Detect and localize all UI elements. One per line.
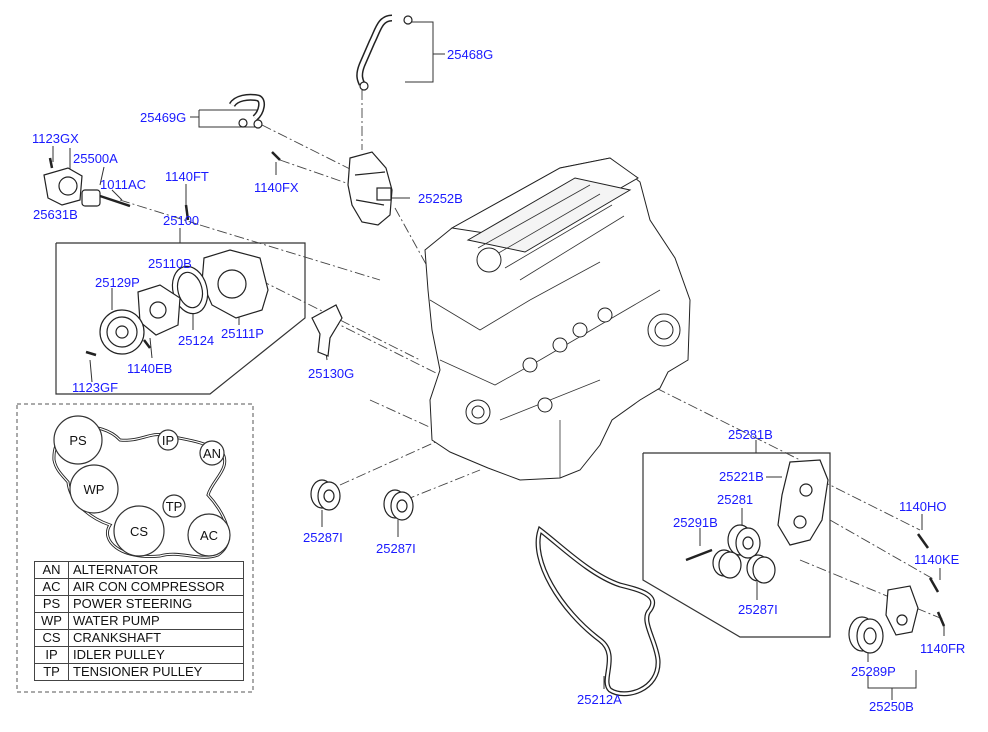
pulley-cs-label: CS xyxy=(130,524,148,539)
idler-pulley-left xyxy=(310,479,341,511)
legend-code: IP xyxy=(34,646,69,664)
water-pump-assembly xyxy=(85,249,269,357)
part-label-25281B[interactable]: 25281B xyxy=(728,427,773,442)
pulley-ip-label: IP xyxy=(162,433,174,448)
part-label-25287I-tensioner[interactable]: 25287I xyxy=(738,602,778,617)
tensioner-assembly xyxy=(685,459,829,584)
bracket xyxy=(311,304,343,357)
pulley-ac-label: AC xyxy=(200,528,218,543)
coolant-outlet-fitting xyxy=(347,151,393,226)
pulley-tp-label: TP xyxy=(166,499,183,514)
part-label-1140KE[interactable]: 1140KE xyxy=(914,552,960,567)
part-label-25281[interactable]: 25281 xyxy=(717,492,754,507)
part-label-25287I-left[interactable]: 25287I xyxy=(303,530,343,545)
legend-desc: ALTERNATOR xyxy=(68,561,244,579)
part-label-25129P[interactable]: 25129P xyxy=(95,275,140,290)
legend-code: PS xyxy=(34,595,69,613)
legend-desc: IDLER PULLEY xyxy=(68,646,244,664)
part-label-25468G[interactable]: 25468G xyxy=(447,47,494,62)
upper-hose xyxy=(356,14,413,91)
part-label-25111P[interactable]: 25111P xyxy=(221,326,264,341)
pulley-ip: IP xyxy=(157,429,179,451)
pulley-wp-label: WP xyxy=(84,482,105,497)
legend-desc: CRANKSHAFT xyxy=(68,629,244,647)
part-label-25291B[interactable]: 25291B xyxy=(673,515,718,530)
legend-desc: AIR CON COMPRESSOR xyxy=(68,578,244,596)
part-label-25124[interactable]: 25124 xyxy=(178,333,215,348)
legend-desc: POWER STEERING xyxy=(68,595,244,613)
legend-code: CS xyxy=(34,629,69,647)
legend-code: AC xyxy=(34,578,69,596)
part-label-1140FX[interactable]: 1140FX xyxy=(254,180,299,195)
pulley-an-label: AN xyxy=(203,446,221,461)
pulley-wp: WP xyxy=(69,464,119,514)
part-label-1140FR[interactable]: 1140FR xyxy=(920,641,966,656)
thermostat-housing xyxy=(43,151,281,221)
pulley-an: AN xyxy=(199,440,225,466)
part-label-25500A[interactable]: 25500A xyxy=(73,151,118,166)
part-label-1140FT[interactable]: 1140FT xyxy=(165,169,209,184)
part-label-25100[interactable]: 25100 xyxy=(163,213,200,228)
water-pump-group-frame xyxy=(55,242,306,395)
tensioner-group-frame xyxy=(642,452,831,638)
alternator-bracket-assembly xyxy=(848,533,946,654)
part-label-25250B[interactable]: 25250B xyxy=(869,699,914,714)
bypass-hose xyxy=(228,93,266,129)
part-label-25287I-right[interactable]: 25287I xyxy=(376,541,416,556)
part-label-25289P[interactable]: 25289P xyxy=(851,664,896,679)
pulley-cs: CS xyxy=(113,505,165,557)
pulley-ps: PS xyxy=(53,415,103,465)
part-label-1011AC[interactable]: 1011AC xyxy=(100,177,147,192)
part-label-25469G[interactable]: 25469G xyxy=(140,110,187,125)
legend-desc: TENSIONER PULLEY xyxy=(68,663,244,681)
part-label-1140EB[interactable]: 1140EB xyxy=(127,361,173,376)
part-label-1140HO[interactable]: 1140HO xyxy=(899,499,947,514)
drive-belt xyxy=(535,525,661,697)
part-label-25252B[interactable]: 25252B xyxy=(418,191,463,206)
part-label-1123GX[interactable]: 1123GX xyxy=(32,131,79,146)
part-label-25130G[interactable]: 25130G xyxy=(308,366,355,381)
part-label-25631B[interactable]: 25631B xyxy=(33,207,78,222)
pulley-tp: TP xyxy=(162,494,186,518)
part-label-1123GF[interactable]: 1123GF xyxy=(72,380,119,395)
pulley-ps-label: PS xyxy=(69,433,87,448)
legend-code: AN xyxy=(34,561,69,579)
belt-diagram-frame xyxy=(16,403,254,693)
part-label-25110B[interactable]: 25110B xyxy=(148,256,192,271)
part-label-25212A[interactable]: 25212A xyxy=(577,692,622,707)
part-label-25221B[interactable]: 25221B xyxy=(719,469,764,484)
legend-desc: WATER PUMP xyxy=(68,612,244,630)
assembly-lines xyxy=(119,90,946,621)
legend-code: TP xyxy=(34,663,69,681)
legend-code: WP xyxy=(34,612,69,630)
engine-block xyxy=(424,157,691,481)
idler-pulley-right xyxy=(383,489,414,521)
pulley-ac: AC xyxy=(187,513,231,557)
